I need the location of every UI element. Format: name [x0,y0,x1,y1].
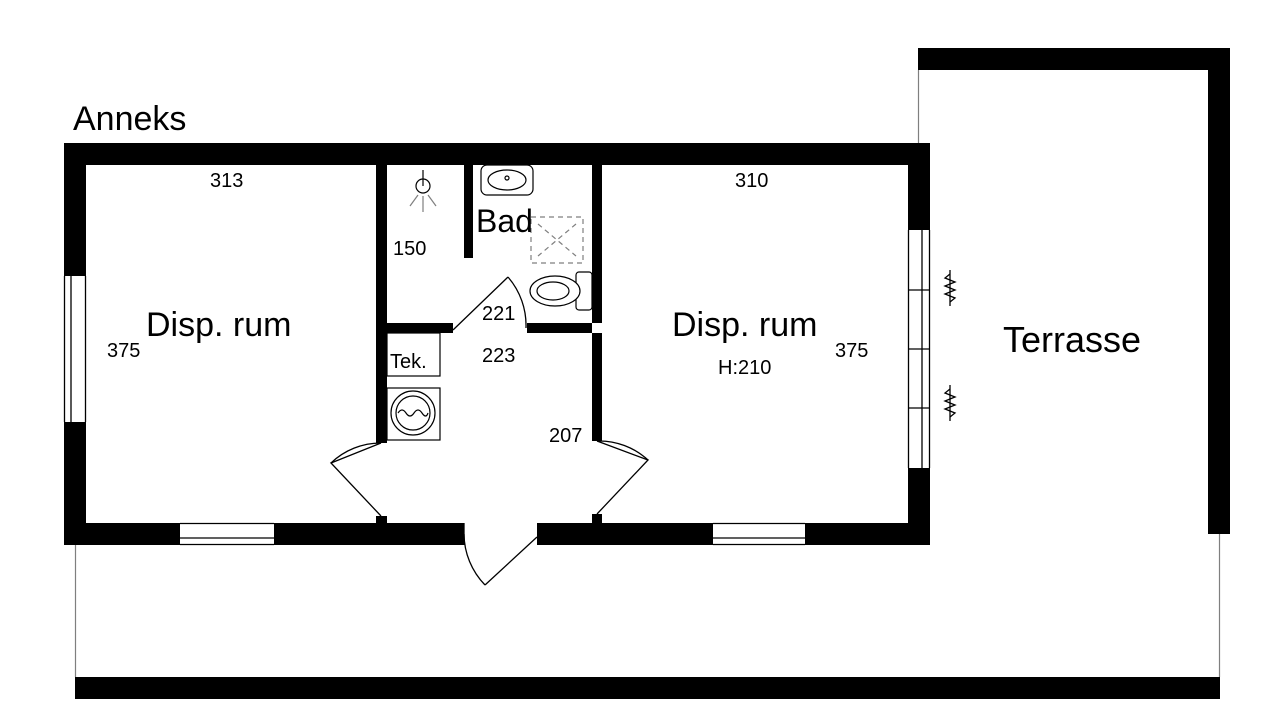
plan-title: Anneks [73,100,186,138]
shower-icon [409,170,437,212]
right-room-height: H:210 [718,357,771,379]
terrace-label: Terrasse [1003,319,1141,360]
wall-top [64,143,930,165]
right-room-label: Disp. rum [672,306,817,344]
door-right [596,440,650,515]
tek-label: Tek. [390,351,427,373]
shower-tray [530,216,584,264]
right-room-width: 310 [735,170,768,192]
radiator-icon [943,270,957,421]
toilet-icon [529,271,593,311]
window-left [63,276,87,422]
terrace [74,48,1230,699]
windows [63,230,931,546]
hall-dim-a: 223 [482,345,515,367]
wall-right-partition-upper [592,165,602,323]
window-bottom-right [713,522,805,546]
tek-room [386,332,441,441]
door-left [329,442,382,517]
terrace-wall-right [1208,48,1230,534]
washing-machine-icon [386,387,441,441]
door-front-leaf [484,536,538,586]
wall-right-partition-lower [592,333,602,441]
bathroom-dim-b: 221 [482,303,515,325]
interior-walls [376,165,602,526]
terrace-wall-bottom [75,677,1220,699]
sink-icon [480,164,534,196]
wall-left-partition-stub [376,516,387,526]
terrace-wall-top [918,48,1230,70]
door-bath-arc [507,276,527,329]
left-room-depth: 375 [107,340,140,362]
door-swing-icon [329,276,650,586]
left-room-width: 313 [210,170,243,192]
bathroom-label: Bad [476,203,533,239]
wall-left-partition [376,165,387,443]
door-front-arc [463,533,486,586]
door-right-arc [596,440,649,461]
window-bottom-left [180,522,274,546]
wall-bath-bottom [527,323,592,333]
right-room-depth: 375 [835,340,868,362]
tek-label-box [386,332,441,377]
wall-tek-top [387,323,453,333]
wall-bath-divider [464,165,473,258]
wall-right-partition-stub [592,514,602,524]
window-right [907,230,931,468]
door-left-arc [330,442,382,464]
bathroom-fixtures [409,164,593,311]
door-bath-leaf [452,276,509,331]
hall-dim-b: 207 [549,425,582,447]
left-room-label: Disp. rum [146,306,291,344]
bathroom-dim-a: 150 [393,238,426,260]
